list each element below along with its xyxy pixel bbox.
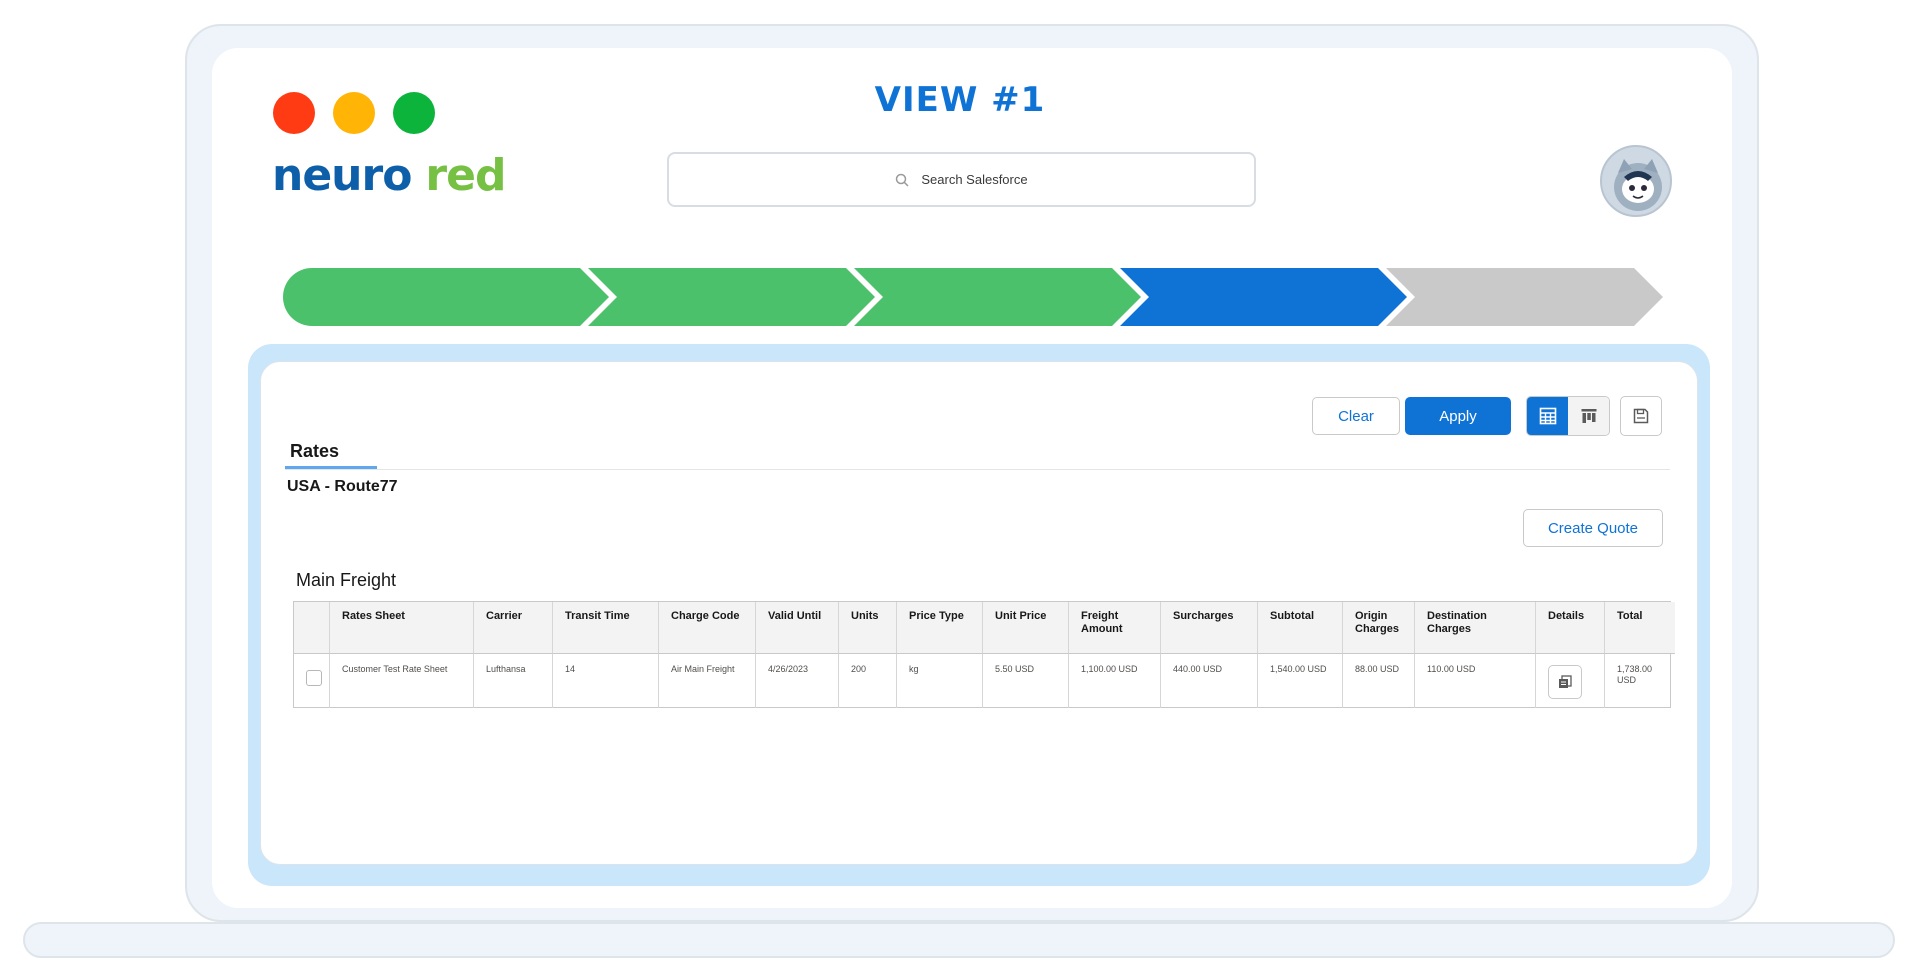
astro-avatar-icon: [1614, 159, 1662, 211]
table-cell: Air Main Freight: [659, 654, 756, 708]
column-header[interactable]: Subtotal: [1258, 602, 1343, 654]
column-header[interactable]: Units: [839, 602, 897, 654]
column-header[interactable]: Freight Amount: [1069, 602, 1161, 654]
user-avatar[interactable]: [1600, 145, 1672, 217]
view-toggle-group: [1526, 396, 1610, 436]
search-placeholder: Search Salesforce: [921, 172, 1028, 187]
path-step-5[interactable]: [1386, 268, 1663, 326]
kanban-view-icon: [1581, 409, 1596, 423]
tab-divider: [285, 469, 1670, 470]
row-select-cell: [294, 654, 330, 708]
rates-table: Rates Sheet Carrier Transit Time Charge …: [293, 601, 1675, 708]
path-step-1[interactable]: [283, 268, 609, 326]
table-view-icon: [1539, 407, 1556, 425]
table-cell: 1,738.00 USD: [1617, 664, 1653, 685]
column-header[interactable]: Valid Until: [756, 602, 839, 654]
view-title: VIEW #1: [874, 80, 1046, 120]
table-cell: 14: [553, 654, 659, 708]
save-icon: [1633, 408, 1649, 424]
logo-text-neuro: neuro: [272, 149, 412, 201]
tab-active-indicator: [285, 466, 377, 469]
column-header[interactable]: Price Type: [897, 602, 983, 654]
apply-button[interactable]: Apply: [1405, 397, 1511, 435]
column-header[interactable]: Details: [1536, 602, 1605, 654]
save-button[interactable]: [1620, 396, 1662, 436]
path-step-3[interactable]: [854, 268, 1141, 326]
table-cell: 110.00 USD: [1415, 654, 1536, 708]
kanban-view-button[interactable]: [1568, 397, 1609, 435]
table-cell: 5.50 USD: [983, 654, 1069, 708]
column-header[interactable]: Transit Time: [553, 602, 659, 654]
clear-button[interactable]: Clear: [1312, 397, 1400, 435]
column-header[interactable]: Rates Sheet: [330, 602, 474, 654]
table-cell: Customer Test Rate Sheet: [330, 654, 474, 708]
path-step-4[interactable]: [1120, 268, 1407, 326]
row-checkbox[interactable]: [306, 670, 322, 686]
column-header[interactable]: Destination Charges: [1415, 602, 1536, 654]
section-title: Main Freight: [296, 570, 397, 590]
tab-rates[interactable]: Rates: [290, 441, 340, 461]
table-cell: 1,540.00 USD: [1258, 654, 1343, 708]
table-view-button[interactable]: [1527, 397, 1568, 435]
column-header[interactable]: Total: [1605, 602, 1675, 654]
progress-path: [283, 268, 1663, 326]
table-cell: Lufthansa: [474, 654, 553, 708]
column-header[interactable]: Origin Charges: [1343, 602, 1415, 654]
table-cell: 4/26/2023: [756, 654, 839, 708]
brand-logo: neuro red: [272, 149, 506, 201]
table-cell: 1,100.00 USD: [1069, 654, 1161, 708]
window-close-button[interactable]: [273, 92, 315, 134]
table-cell: 88.00 USD: [1343, 654, 1415, 708]
logo-text-red: red: [425, 149, 506, 201]
table-cell: 440.00 USD: [1161, 654, 1258, 708]
details-cell: [1536, 654, 1605, 708]
route-title: USA - Route77: [287, 478, 398, 495]
search-icon: [896, 173, 909, 187]
column-header[interactable]: Unit Price: [983, 602, 1069, 654]
details-button[interactable]: [1548, 665, 1582, 699]
window-minimize-button[interactable]: [333, 92, 375, 134]
select-column-header: [294, 602, 330, 654]
column-header[interactable]: Charge Code: [659, 602, 756, 654]
window-maximize-button[interactable]: [393, 92, 435, 134]
create-quote-button[interactable]: Create Quote: [1523, 509, 1663, 547]
table-cell: 200: [839, 654, 897, 708]
column-header[interactable]: Surcharges: [1161, 602, 1258, 654]
details-icon: [1559, 675, 1572, 688]
search-input[interactable]: Search Salesforce: [667, 152, 1256, 207]
table-cell: kg: [897, 654, 983, 708]
path-step-2[interactable]: [588, 268, 875, 326]
column-header[interactable]: Carrier: [474, 602, 553, 654]
laptop-base: [23, 922, 1895, 958]
